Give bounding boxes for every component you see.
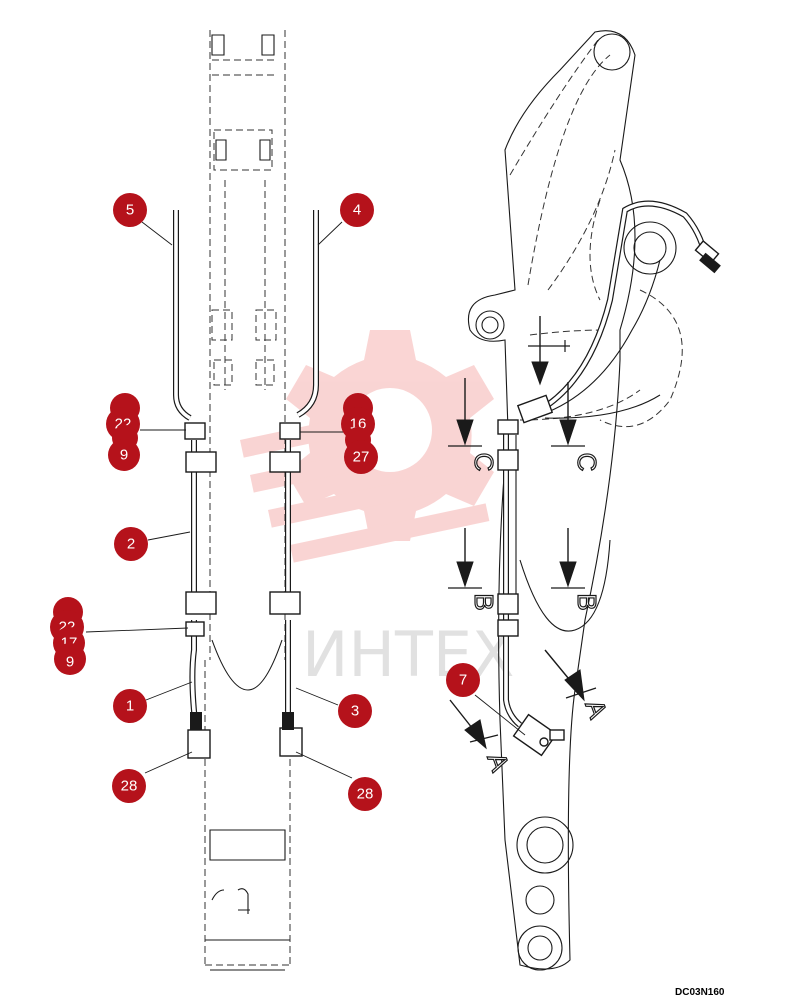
callout-5: 5 xyxy=(113,193,147,227)
drawing-code: DC03N160 xyxy=(675,987,725,998)
view-marker-a-left: A xyxy=(481,749,515,776)
callout-9-lower: 9 xyxy=(54,643,86,675)
callout-9-upper: 9 xyxy=(108,425,140,471)
view-marker-c-left: C xyxy=(469,453,499,472)
view-marker-c-right: C xyxy=(572,453,602,472)
section-arrows xyxy=(448,316,597,750)
boom-side-view xyxy=(468,30,683,971)
svg-text:27: 27 xyxy=(353,449,370,466)
svg-text:9: 9 xyxy=(120,447,128,464)
watermark-text: ИНТЕХ xyxy=(302,618,515,691)
callout-4: 4 xyxy=(340,193,374,227)
svg-text:7: 7 xyxy=(459,672,467,689)
leader-line-7 xyxy=(474,694,526,736)
svg-text:5: 5 xyxy=(126,202,134,219)
svg-text:28: 28 xyxy=(121,778,138,795)
callout-7: 7 xyxy=(446,663,480,697)
svg-text:9: 9 xyxy=(66,654,74,671)
svg-text:4: 4 xyxy=(353,202,361,219)
leader-lines-left xyxy=(85,221,353,779)
boom-top-view xyxy=(204,30,291,971)
svg-text:28: 28 xyxy=(357,786,374,803)
callout-2: 2 xyxy=(114,527,148,561)
view-marker-b-left: B xyxy=(469,593,499,610)
svg-text:2: 2 xyxy=(127,536,135,553)
callout-1: 1 xyxy=(113,689,147,723)
view-marker-a-right: A xyxy=(579,696,613,723)
callout-28-right: 28 xyxy=(348,777,382,811)
left-hose-line xyxy=(173,210,217,759)
svg-text:3: 3 xyxy=(351,703,359,720)
svg-text:1: 1 xyxy=(126,698,134,715)
right-hose-line xyxy=(269,210,319,757)
side-hose-line xyxy=(497,200,721,757)
callout-28-left: 28 xyxy=(112,769,146,803)
view-marker-b-right: B xyxy=(572,593,602,610)
callout-3: 3 xyxy=(338,694,372,728)
callout-27: 27 xyxy=(344,427,378,474)
